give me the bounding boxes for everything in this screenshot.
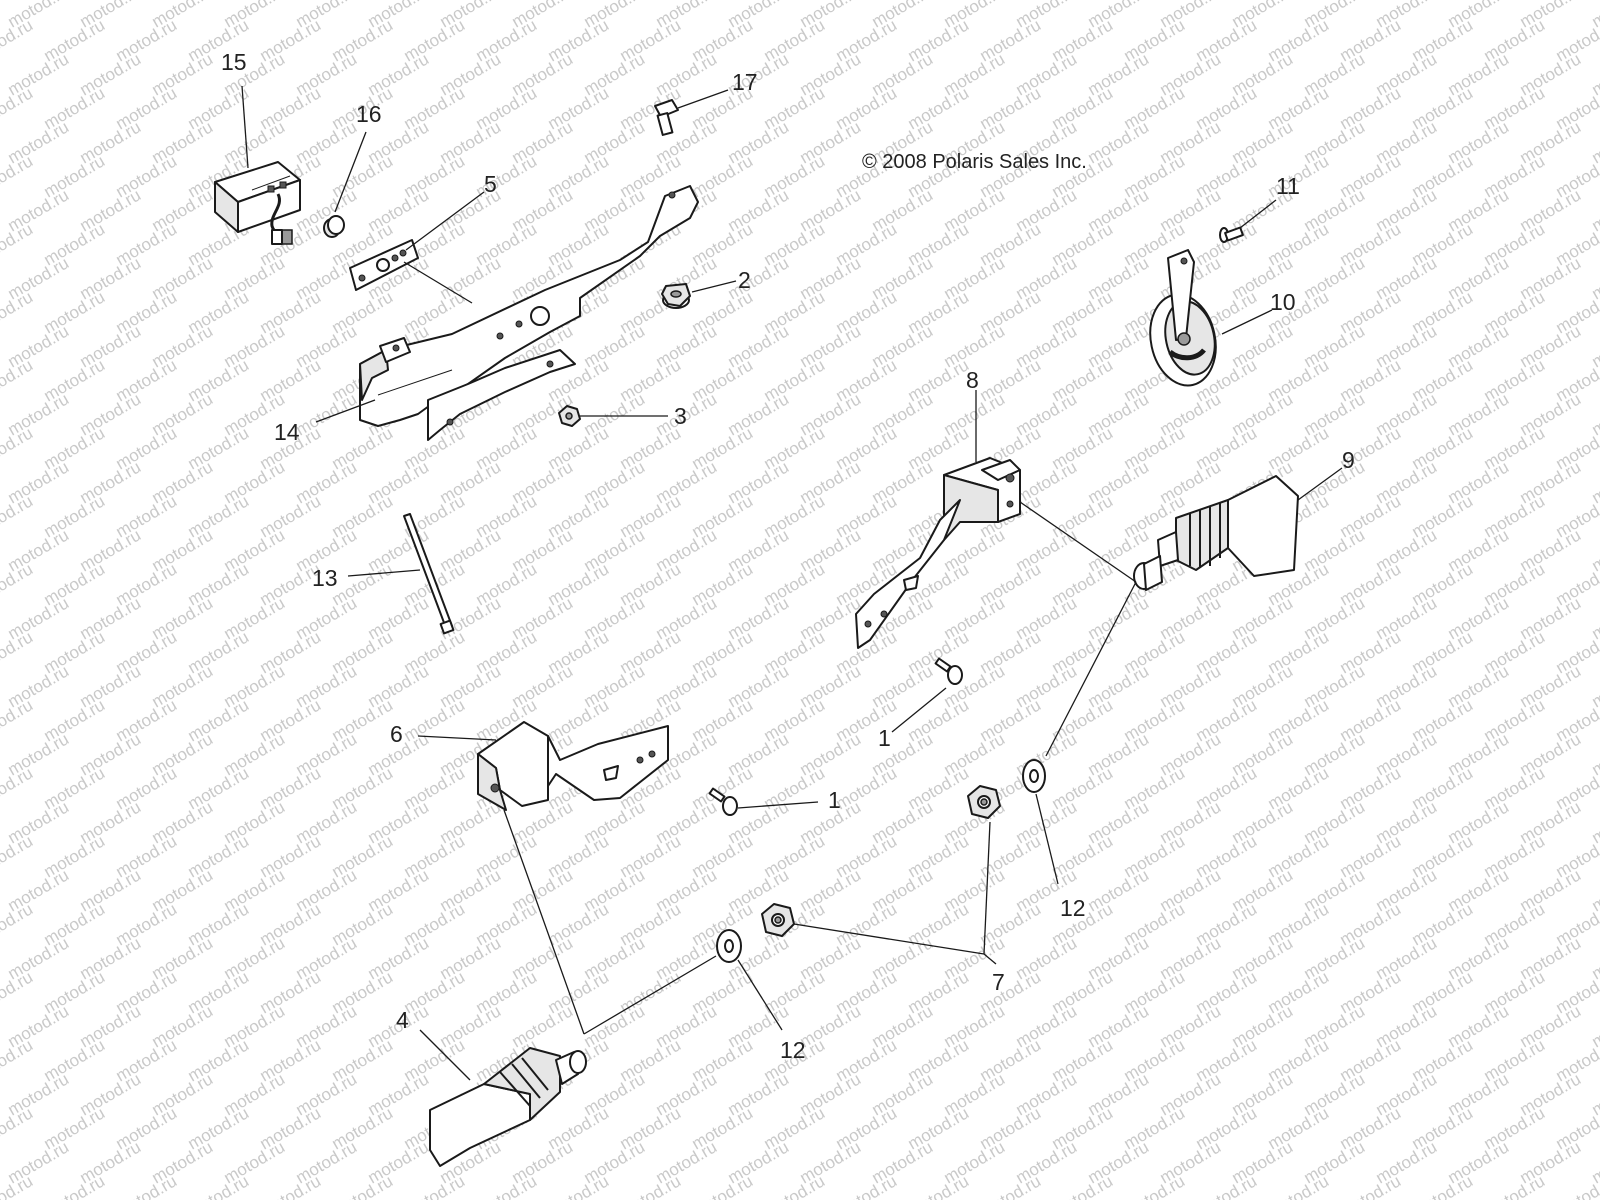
washer-icon: [716, 929, 742, 963]
turn-signal-lamp-icon: [1133, 475, 1299, 591]
nut-icon: [558, 405, 581, 427]
callout-15: 15: [221, 49, 247, 75]
bolt-icon: [654, 99, 679, 136]
plate-icon: [349, 239, 419, 291]
callout-13: 13: [312, 565, 338, 591]
bracket-icon: [855, 457, 1021, 649]
callout-3: 3: [674, 403, 687, 429]
license-lamp-icon: [214, 161, 301, 245]
mounting-bracket-icon: [359, 185, 699, 441]
callout-1-upper: 1: [878, 725, 891, 751]
callout-5: 5: [484, 171, 497, 197]
copyright-text: © 2008 Polaris Sales Inc.: [862, 151, 1087, 173]
callout-7: 7: [992, 969, 1005, 995]
callout-11: 11: [1276, 173, 1300, 199]
screw-icon: [1219, 226, 1244, 243]
callout-12-left: 12: [780, 1037, 806, 1063]
flange-nut-icon: [661, 283, 691, 309]
grommet-icon: [323, 215, 345, 238]
callout-16: 16: [356, 101, 382, 127]
callout-1-lower: 1: [828, 787, 841, 813]
callout-2: 2: [738, 267, 751, 293]
callout-14: 14: [274, 419, 300, 445]
watermark-text: motod.ru: [1589, 0, 1600, 31]
turn-signal-lamp-icon: [429, 1047, 587, 1167]
nut-icon: [967, 785, 1001, 819]
cable-tie-icon: [403, 513, 455, 635]
callout-17: 17: [732, 69, 758, 95]
washer-icon: [1022, 759, 1046, 793]
callout-9: 9: [1342, 447, 1355, 473]
callout-4: 4: [396, 1007, 409, 1033]
bracket-icon: [477, 721, 669, 811]
callout-8: 8: [966, 367, 979, 393]
screw-icon: [708, 787, 738, 816]
nut-icon: [761, 903, 795, 937]
horn-icon: [1149, 249, 1217, 387]
callout-10: 10: [1270, 289, 1296, 315]
callout-12-right: 12: [1060, 895, 1086, 921]
screw-icon: [934, 657, 963, 685]
callout-6: 6: [390, 721, 403, 747]
